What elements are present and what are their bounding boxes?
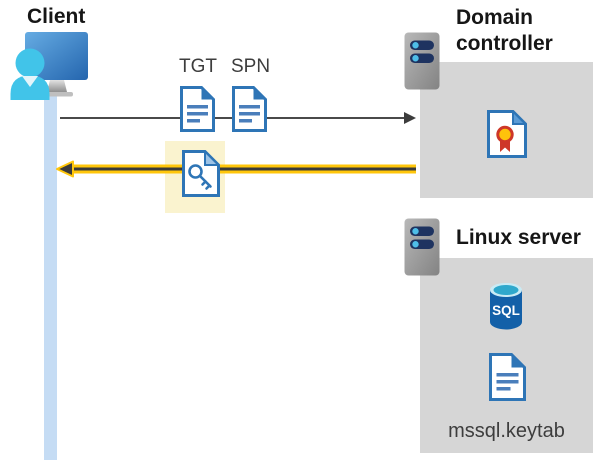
response-arrow-icon: [56, 160, 416, 178]
domain-controller-label-line1: Domain: [456, 6, 534, 29]
client-user-workstation-icon: [10, 32, 88, 100]
request-arrow-head-icon: [404, 112, 416, 124]
keytab-filename-label: mssql.keytab: [448, 420, 565, 442]
service-ticket-key-document-icon: [182, 150, 220, 197]
keytab-document-icon: [489, 353, 526, 401]
sql-badge-text: SQL: [492, 303, 520, 318]
sql-database-icon: SQL: [490, 283, 522, 330]
tgt-label: TGT: [179, 56, 217, 77]
client-timeline-bar: [44, 94, 57, 460]
linux-server-label: Linux server: [456, 226, 581, 249]
domain-controller-label: Domain controller: [456, 5, 553, 57]
tgt-ticket-document-icon: [180, 86, 215, 132]
spn-label: SPN: [231, 56, 271, 77]
spn-ticket-document-icon: [232, 86, 267, 132]
person-icon: [10, 48, 50, 100]
domain-controller-label-line2: controller: [456, 32, 553, 55]
ribbon-seal-icon: [496, 125, 514, 152]
client-label: Client: [27, 5, 86, 28]
domain-controller-server-icon: [404, 32, 440, 90]
key-icon: [188, 164, 212, 190]
certificate-document-icon: [487, 110, 527, 158]
linux-server-icon: [404, 218, 440, 276]
